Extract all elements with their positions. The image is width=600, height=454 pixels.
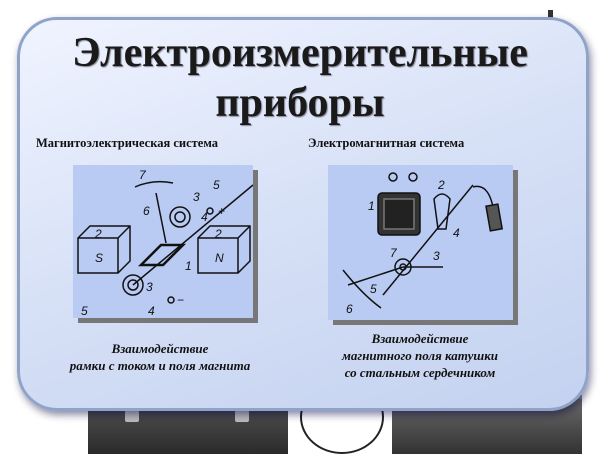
label: + [218,204,225,218]
label: 6 [143,204,150,218]
label: 4 [201,210,208,224]
label: 2 [94,227,102,241]
label: 5 [370,282,377,296]
right-heading: Электромагнитная система [308,136,465,150]
right-caption-line1: Взаимодействие [371,331,469,346]
label: S [95,251,103,265]
left-caption: Взаимодействие рамки с током и поля магн… [30,340,290,374]
label: 6 [346,302,353,316]
left-heading: Магнитоэлектрическая система [36,136,219,150]
left-caption-line2: рамки с током и поля магнита [69,358,251,373]
label: − [177,293,184,307]
slide-title-line1: Электроизмерительные [72,30,528,76]
bolt [125,410,139,422]
label: 7 [390,246,398,260]
bolt [235,410,249,422]
label: 5 [213,178,220,192]
label: 4 [453,226,460,240]
label: 1 [368,199,375,213]
right-caption-line2: магнитного поля катушки [341,348,499,363]
label: 5 [81,304,88,318]
right-caption-line3: со стальным сердечником [344,365,496,380]
label: 4 [148,304,155,318]
label: 1 [185,259,192,273]
label: 2 [214,227,222,241]
magnetoelectric-diagram: 7 6 3 4 5 + 2 2 S N 1 3 4 5 − [73,165,253,318]
label: 3 [146,280,153,294]
slide-title-line2: приборы [215,80,385,126]
label: 2 [437,178,445,192]
left-caption-line1: Взаимодействие [111,341,209,356]
label: N [215,251,224,265]
label: 7 [139,168,147,182]
electromagnetic-diagram: 1 2 4 3 7 5 6 [328,165,513,320]
right-caption: Взаимодействие магнитного поля катушки с… [300,330,540,381]
label: 3 [433,249,440,263]
label: 3 [193,190,200,204]
